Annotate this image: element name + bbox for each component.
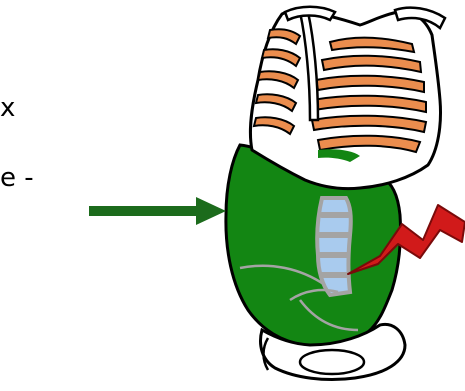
green-arrow-icon	[94, 197, 226, 225]
